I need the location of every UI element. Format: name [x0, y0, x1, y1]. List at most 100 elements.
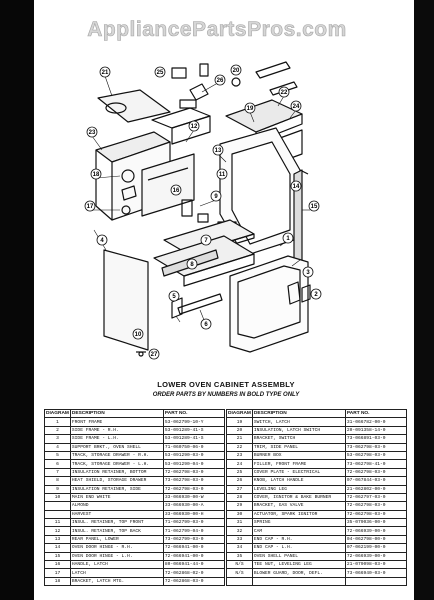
cell-part-no: 80-066941-44-0 [162, 560, 225, 570]
cell-part-no [344, 576, 407, 587]
cell-description: CAM [251, 526, 346, 536]
cell-part-no: 73-062798-03-0 [162, 476, 225, 486]
cell-description: ALMOND [69, 501, 164, 511]
cell-part-no: 31-066782-00-0 [344, 417, 407, 427]
callout-11: 11 [216, 168, 228, 180]
cell-description: COVER, IGNITOR & BAKE BURNER [251, 492, 346, 503]
cell-description: SWITCH, LATCH [251, 417, 346, 427]
cell-diagram-no: 34 [226, 543, 253, 553]
callout-24: 24 [290, 100, 302, 112]
svg-text:16: 16 [173, 188, 180, 194]
cell-diagram-no: 21 [226, 434, 253, 444]
callout-17: 17 [84, 200, 96, 212]
cell-part-no: 72-062798-03-0 [162, 467, 225, 478]
cell-description: SIDE FRAME - R.H. [69, 425, 164, 436]
header-diagram-no: DIAGRAM [226, 408, 253, 419]
table-row [226, 576, 407, 587]
cell-diagram-no: 25 [226, 467, 253, 478]
cell-part-no: 72-062798-03-0 [344, 501, 407, 511]
svg-text:24: 24 [293, 104, 300, 110]
cell-diagram-no: N/S [226, 568, 253, 578]
cell-description: TEE NUT, LEVELING LEG [251, 560, 346, 570]
cell-description: OVEN DOOR HINGE - R.H. [69, 543, 164, 553]
cell-diagram-no: 9 [44, 484, 71, 494]
cell-diagram-no: 30 [226, 509, 253, 520]
cell-diagram-no: 15 [44, 551, 71, 562]
svg-text:23: 23 [89, 130, 96, 136]
callout-9: 9 [210, 190, 222, 202]
cell-diagram-no: 13 [44, 534, 71, 545]
callout-26: 26 [214, 74, 226, 86]
cell-description: BURNER BOX [251, 450, 346, 461]
callout-4: 4 [96, 234, 108, 246]
svg-text:21: 21 [102, 70, 109, 76]
callout-2: 2 [310, 288, 322, 300]
assembly-title: LOWER OVEN CABINET ASSEMBLY [157, 380, 295, 389]
cell-description: COVER PLATE - ELECTRICAL [251, 467, 346, 478]
svg-text:15: 15 [311, 204, 318, 210]
svg-text:5: 5 [172, 294, 176, 300]
cell-description: LATCH [69, 568, 164, 578]
cell-description: TRIM, SIDE PANEL [251, 442, 346, 452]
svg-text:13: 13 [215, 148, 222, 154]
cell-diagram-no [226, 576, 253, 587]
cell-description: OVEN DOOR HINGE - L.H. [69, 551, 164, 562]
cell-diagram-no: 26 [226, 476, 253, 486]
cell-description: REAR PANEL, LOWER [69, 534, 164, 545]
latch-parts [231, 61, 298, 96]
cell-description: HEAT SHIELD, STORAGE DRAWER [69, 476, 164, 486]
cell-diagram-no: 4 [44, 442, 71, 452]
svg-text:26: 26 [217, 78, 224, 84]
cell-diagram-no: 5 [44, 450, 71, 461]
cell-part-no: 07-067844-03-0 [344, 476, 407, 486]
cell-description: BRACKET, GAS VALVE [251, 501, 346, 511]
svg-text:18: 18 [93, 172, 100, 178]
callout-7: 7 [200, 234, 212, 246]
svg-text:2: 2 [314, 292, 318, 298]
cell-diagram-no: 11 [44, 518, 71, 528]
cell-part-no: 71-062799-03-0 [162, 518, 225, 528]
cell-description: KNOB, LATCH HANDLE [251, 476, 346, 486]
cell-diagram-no: 17 [44, 568, 71, 578]
cell-description: FRONT FRAME [69, 417, 164, 427]
cell-diagram-no: 29 [226, 501, 253, 511]
cell-part-no: 53-091290-03-0 [162, 450, 225, 461]
cell-part-no: 33-066930-00-W [162, 492, 225, 503]
svg-text:27: 27 [151, 352, 158, 358]
ordering-note: ORDER PARTS BY NUMBERS IN BOLD TYPE ONLY [152, 392, 300, 398]
cell-diagram-no: 19 [226, 417, 253, 427]
latch-mount-parts [121, 169, 137, 215]
cell-part-no: 53-062799-10-Y [162, 417, 225, 427]
cell-diagram-no [44, 509, 71, 520]
cell-diagram-no: 31 [226, 518, 253, 528]
cell-part-no: 07-062199-00-0 [344, 543, 407, 553]
callout-10: 10 [132, 328, 144, 340]
callout-19: 19 [244, 102, 256, 114]
cell-part-no: 33-066930-00-H [162, 509, 225, 520]
callout-27: 27 [148, 348, 160, 360]
cell-part-no: 73-066891-03-0 [344, 434, 407, 444]
svg-text:14: 14 [293, 184, 300, 190]
cell-diagram-no: 18 [44, 576, 71, 587]
svg-text:7: 7 [204, 238, 208, 244]
cell-part-no: 72-062798-03-0 [162, 484, 225, 494]
callout-20: 20 [230, 64, 242, 76]
cell-description: LEVELING LEG [251, 484, 346, 494]
cell-diagram-no: 22 [226, 442, 253, 452]
callout-3: 3 [302, 266, 314, 278]
